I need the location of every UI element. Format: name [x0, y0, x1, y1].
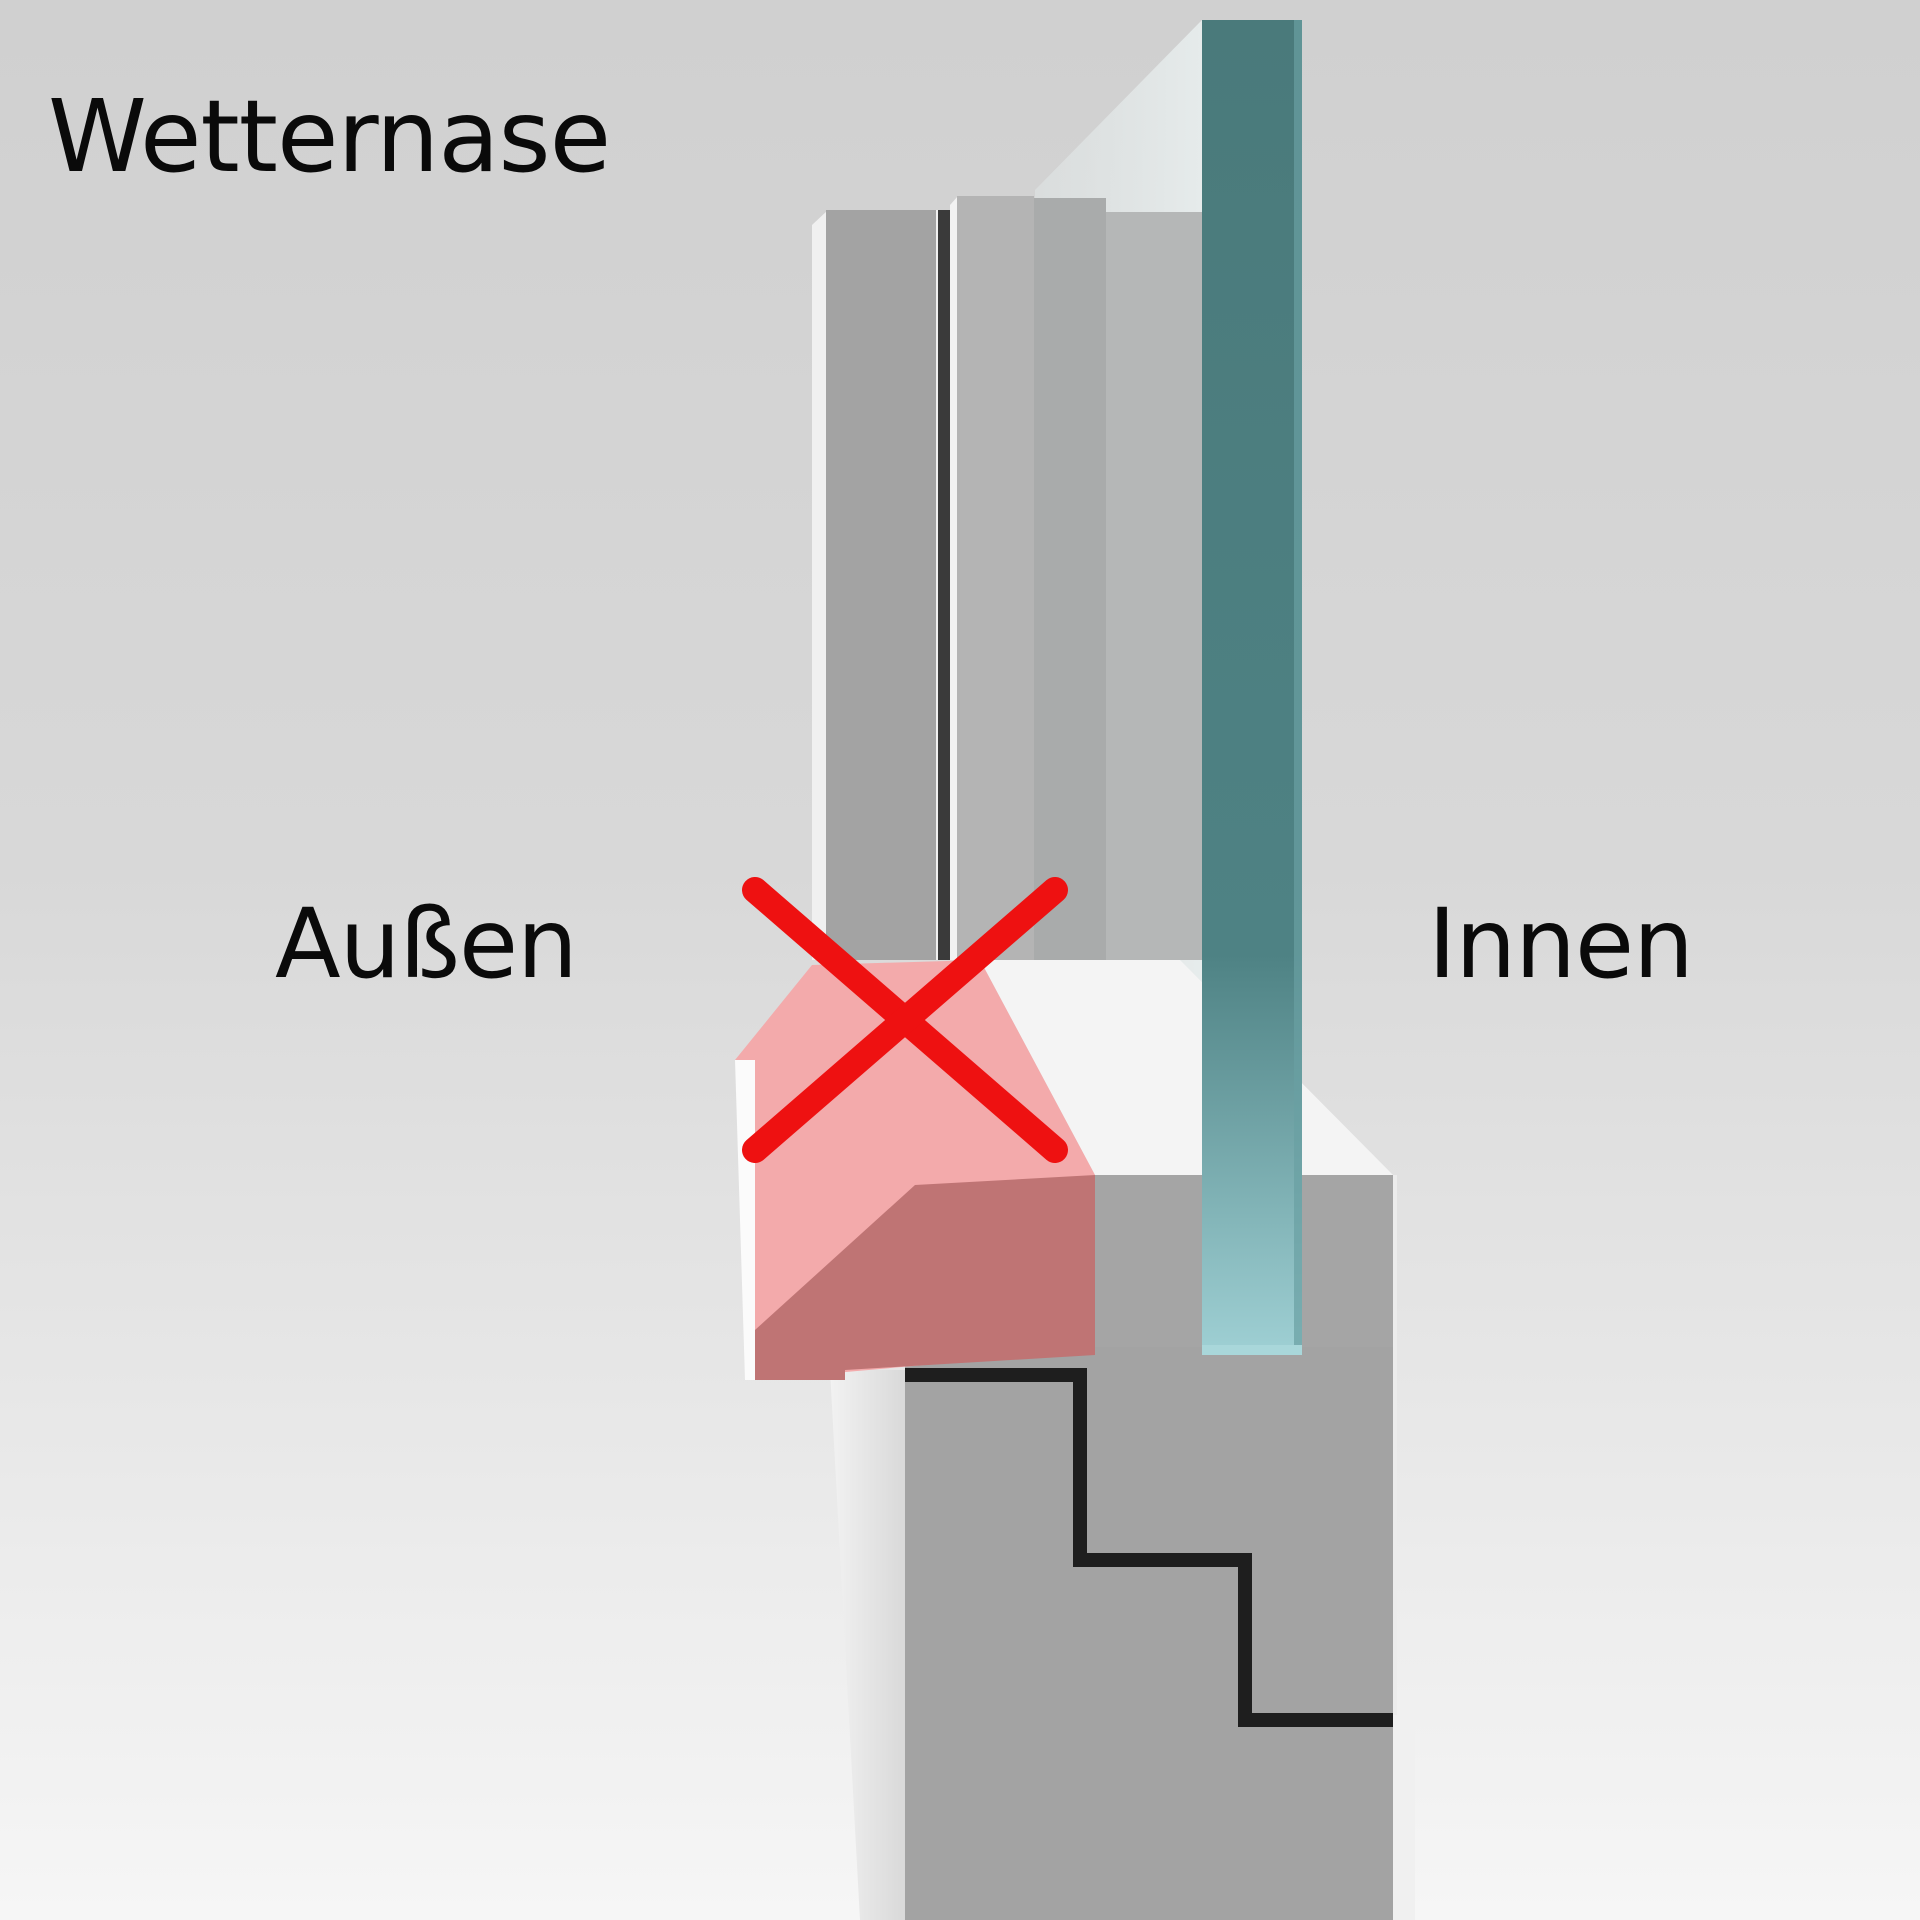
weather-nose-side [755, 1175, 1095, 1380]
sash-gap [938, 210, 950, 960]
sash-middle-block [957, 196, 1034, 960]
frame-lower-side [830, 1370, 905, 1920]
glass-edge-highlight [1294, 20, 1302, 1355]
frame-right-edge [1393, 1700, 1415, 1920]
glass-bottom-edge [1202, 1345, 1302, 1355]
glass-pane-edge [1202, 20, 1302, 1355]
sash-inner-block [1034, 198, 1106, 960]
diagram-title: Wetternase [48, 78, 611, 195]
sash-glazing-bead [1106, 212, 1202, 960]
label-outside: Außen [275, 888, 578, 1000]
cross-out-icon [742, 877, 1068, 1163]
frame-lower-block [905, 1345, 1393, 1920]
sash-outer-block [826, 210, 936, 960]
sill-right-highlight [1393, 1175, 1397, 1715]
label-inside: Innen [1428, 888, 1694, 1000]
frame-rebate-joint [905, 1368, 1393, 1727]
